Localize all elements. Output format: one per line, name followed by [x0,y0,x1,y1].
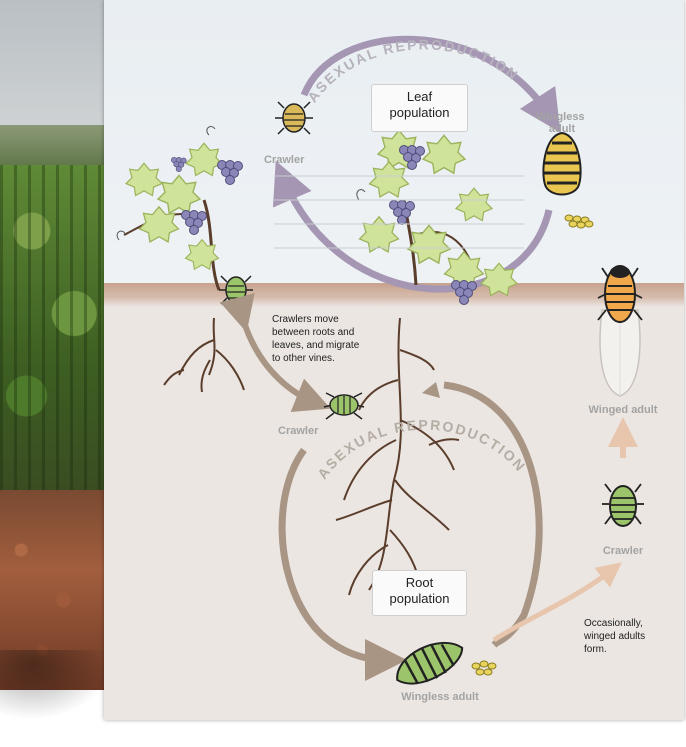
vineyard-photo [0,0,106,690]
to-winged-arrow [494,570,612,640]
roots-main [336,318,459,595]
vine-leaf [158,175,200,213]
root-box-line1: Root [373,575,466,591]
grape-cluster [218,161,243,185]
wingless-adult-label-top: Wingless adult [536,111,587,135]
crawler-insect-stem [219,276,253,304]
crawler-insect-mid [324,393,364,419]
crawler-insect-right [602,484,644,526]
grape-cluster [182,211,207,235]
root-box-line2: population [373,591,466,607]
grape-cluster [390,201,415,225]
winged-adult-insect [598,266,642,396]
vine-leaf [423,135,465,173]
vine-leaf [186,143,222,175]
root-cycle-arrow-left [282,450,386,660]
winged-adult-label: Winged adult [589,404,658,416]
vine-leaf [140,207,179,242]
eggs-top [565,215,593,228]
vine-leaf [126,163,162,195]
wingless-adult-insect-bottom [390,635,469,692]
grape-cluster [171,157,186,171]
leaf-population-box: Leaf population [371,84,468,132]
wingless-adult-label-bottom: Wingless adult [401,691,479,703]
eggs-bottom [472,661,496,675]
arc-label-bottom: ASEXUAL REPRODUCTION [314,417,529,482]
grape-cluster [452,281,477,305]
photo-hills [0,125,106,170]
phylloxera-lifecycle-diagram: ASEXUAL REPRODUCTION [104,0,684,720]
crawler-label-mid: Crawler [278,425,319,437]
photo-vines [0,165,106,495]
note-occasionally: Occasionally, winged adults form. [583,618,648,655]
leaf-box-line2: population [372,105,467,121]
note-crawlers-move: Crawlers move between roots and leaves, … [272,314,362,364]
wingless-adult-insect-top [543,133,580,195]
photo-shadow [0,650,110,720]
root-population-box: Root population [372,570,467,616]
crawler-label-top: Crawler [264,154,305,166]
grape-cluster [400,146,425,170]
crawler-label-right: Crawler [603,545,644,557]
vine-leaf [360,217,399,252]
vine-leaf [370,162,409,197]
photo-sky [0,0,106,135]
crawler-insect-top [275,102,313,134]
leaf-box-line1: Leaf [372,89,467,105]
vine-leaf [456,188,492,220]
roots-left [164,318,244,392]
